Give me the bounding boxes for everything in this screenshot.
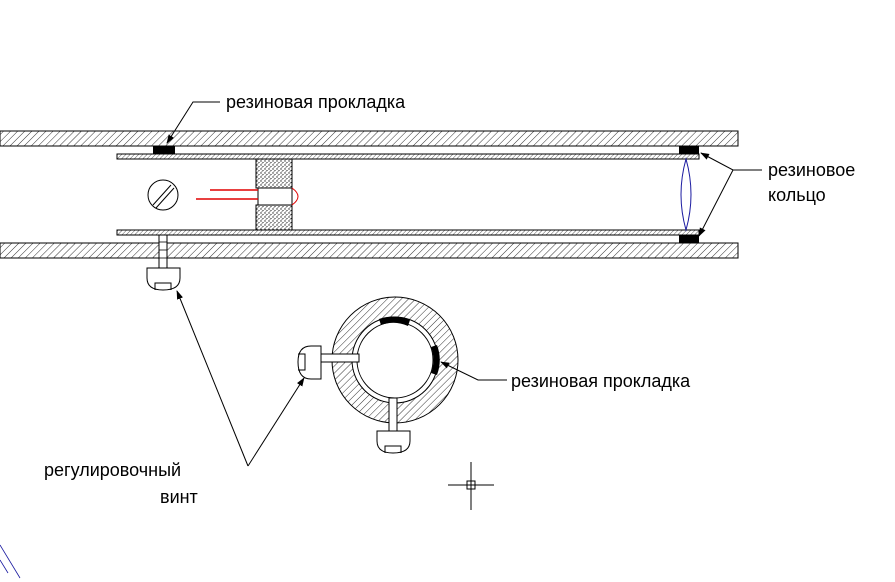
corner-mark (0, 544, 21, 579)
label-gasket-top: резиновая прокладка (226, 92, 406, 112)
rubber-ring-top (679, 146, 699, 154)
inner-tube-bottom-wall (116, 229, 700, 236)
label-ring-line2: кольцо (768, 185, 826, 205)
laser-body (257, 187, 293, 206)
adjusting-screw-side (146, 234, 181, 291)
gasket-arc-top (379, 316, 410, 326)
holder-block-bottom (255, 204, 293, 231)
cross-screw-bottom (376, 397, 411, 454)
leader-ring-top (700, 152, 762, 171)
cross-section (297, 296, 459, 454)
laser-diode-tip (291, 187, 299, 206)
leader-screw-cross (247, 377, 305, 467)
inner-tube (116, 153, 700, 236)
leader-gasket-top (166, 101, 220, 144)
laser-module (196, 158, 299, 231)
rubber-gasket-top (153, 146, 175, 154)
leader-gasket-ring (440, 361, 507, 381)
lens (680, 157, 692, 232)
label-screw-line1: регулировочный (44, 460, 181, 480)
label-screw-line2: винт (160, 487, 198, 507)
crosshair-marker (448, 462, 494, 510)
screw-end-view (147, 179, 179, 211)
label-gasket-ring: резиновая прокладка (511, 371, 691, 391)
inner-ring-inner-edge (356, 321, 434, 399)
outer-tube (0, 130, 739, 259)
leader-screw-side (176, 290, 249, 467)
inner-tube-top-wall (116, 153, 700, 160)
label-ring-line1: резиновое (768, 160, 855, 180)
holder-block-top (255, 158, 293, 189)
cross-screw-left (297, 345, 360, 380)
outer-tube-bottom-wall (0, 242, 739, 259)
rubber-ring-bottom (679, 235, 699, 243)
leader-ring-bottom (698, 169, 734, 237)
gasket-arc-right (431, 345, 440, 375)
outer-tube-top-wall (0, 130, 739, 147)
leader-lines (166, 101, 762, 467)
